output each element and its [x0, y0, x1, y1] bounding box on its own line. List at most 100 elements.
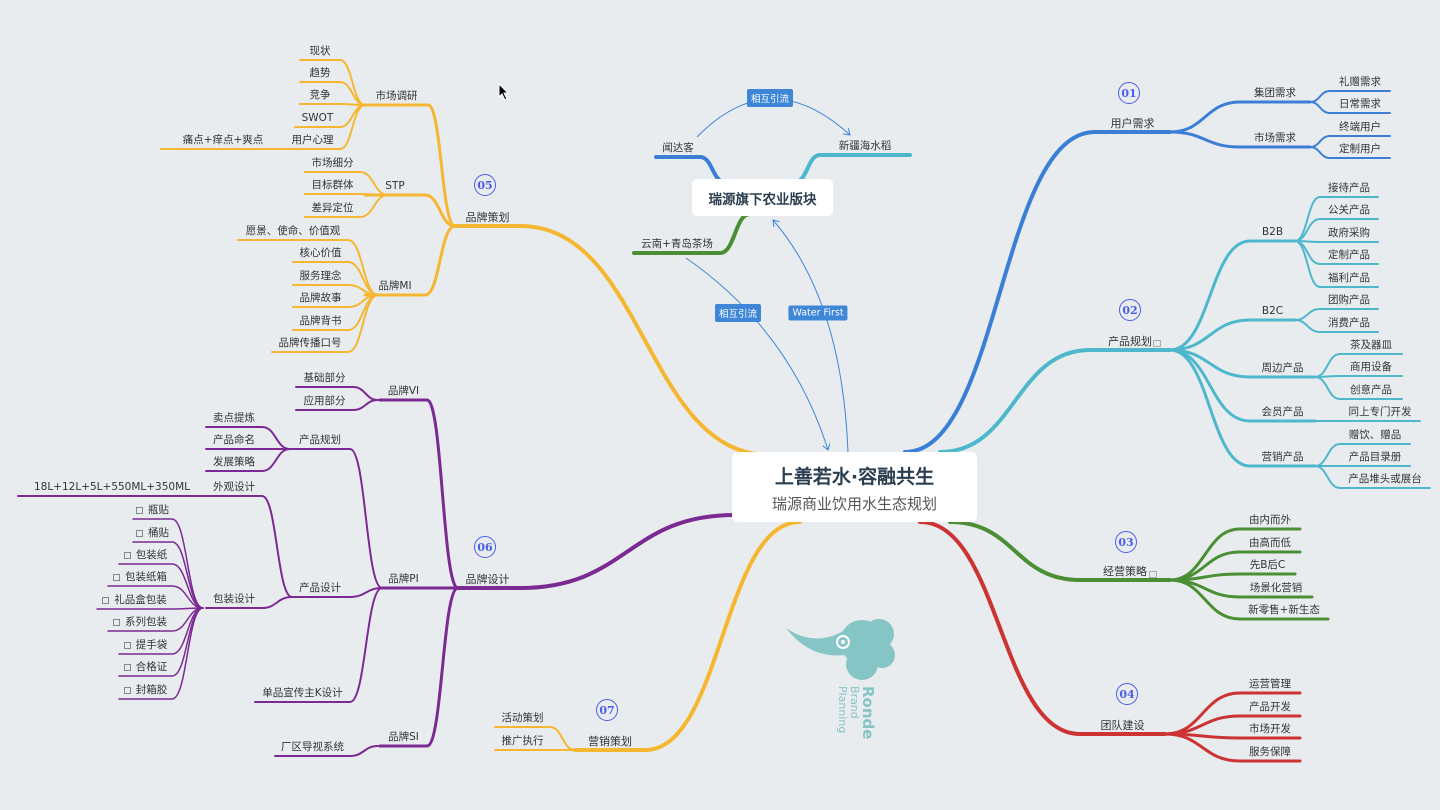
topic-node[interactable]: 核心价值 — [299, 247, 342, 259]
topic-node[interactable]: 趋势 — [309, 67, 331, 79]
topic-node[interactable]: 品牌VI — [387, 385, 420, 397]
topic-node[interactable]: 接待产品 — [1328, 182, 1370, 194]
branch-line — [1314, 376, 1403, 400]
topic-node[interactable]: 品牌故事 — [299, 292, 342, 304]
topic-node[interactable]: 包装纸箱 — [108, 569, 172, 584]
topic-node[interactable]: 产品规划 — [1108, 335, 1152, 348]
topic-node[interactable]: 应用部分 — [303, 395, 346, 407]
topic-node[interactable]: 服务保障 — [1249, 746, 1291, 758]
topic-node[interactable]: 云南+青岛茶场 — [641, 238, 713, 250]
relation-label[interactable]: 相互引流 — [746, 89, 794, 107]
topic-node[interactable]: B2B — [1261, 226, 1284, 238]
topic-node[interactable]: 包装设计 — [213, 593, 255, 605]
topic-node[interactable]: STP — [385, 180, 405, 192]
topic-node[interactable]: 运营管理 — [1249, 678, 1291, 690]
relationship-arrow[interactable] — [685, 257, 828, 450]
topic-node[interactable]: 用户心理 — [291, 134, 334, 146]
topic-node[interactable]: 定制产品 — [1328, 249, 1370, 261]
topic-node[interactable]: 市场细分 — [311, 157, 354, 169]
topic-node[interactable]: 会员产品 — [1261, 406, 1304, 418]
topic-node[interactable]: 18L+12L+5L+550ML+350ML — [33, 481, 191, 493]
topic-node[interactable]: 竞争 — [309, 89, 331, 101]
topic-node[interactable]: 现状 — [309, 45, 331, 57]
topic-node[interactable]: 礼品盒包装 — [97, 592, 172, 607]
topic-node[interactable]: 礼赠需求 — [1339, 76, 1381, 88]
topic-node[interactable]: SWOT — [301, 112, 334, 124]
topic-node[interactable]: 市场调研 — [375, 90, 418, 102]
topic-node[interactable]: 终端用户 — [1339, 121, 1381, 133]
topic-node[interactable]: 封箱胶 — [119, 682, 172, 697]
topic-node[interactable]: 目标群体 — [311, 179, 354, 191]
topic-node[interactable]: 定制用户 — [1339, 143, 1381, 155]
topic-node[interactable]: 系列包装 — [108, 614, 172, 629]
topic-node[interactable]: 公关产品 — [1328, 204, 1370, 216]
topic-node[interactable]: 新零售+新生态 — [1248, 604, 1320, 616]
topic-node[interactable]: 产品命名 — [213, 434, 255, 446]
topic-node[interactable]: 周边产品 — [1261, 362, 1304, 374]
topic-node[interactable]: 新疆海水稻 — [838, 140, 892, 152]
agri-topic[interactable]: 瑞源旗下农业版块 — [692, 179, 833, 216]
topic-node[interactable]: 闻达客 — [662, 142, 694, 154]
topic-node[interactable]: 差异定位 — [311, 202, 354, 214]
topic-node[interactable]: 先B后C — [1249, 559, 1286, 571]
topic-node[interactable]: 提手袋 — [119, 637, 172, 652]
topic-node[interactable]: 市场开发 — [1249, 723, 1291, 735]
topic-node[interactable]: 同上专门开发 — [1348, 406, 1412, 418]
topic-node[interactable]: 政府采购 — [1328, 227, 1370, 239]
topic-node[interactable]: B2C — [1261, 305, 1284, 317]
topic-node[interactable]: 经营策略 — [1103, 565, 1147, 578]
topic-node[interactable]: 品牌背书 — [299, 315, 342, 327]
topic-node[interactable]: 福利产品 — [1328, 272, 1370, 284]
topic-node[interactable]: 痛点+痒点+爽点 — [182, 134, 264, 146]
topic-node[interactable]: 瓶贴 — [133, 502, 172, 517]
topic-node[interactable]: 产品规划 — [299, 434, 341, 446]
topic-node[interactable]: 产品目录册 — [1348, 451, 1402, 463]
topic-node[interactable]: 品牌MI — [378, 280, 412, 292]
topic-node[interactable]: 产品设计 — [299, 582, 341, 594]
note-icon[interactable] — [1149, 571, 1157, 578]
relation-label[interactable]: 相互引流 — [714, 304, 762, 322]
topic-node[interactable]: 品牌SI — [388, 731, 419, 743]
topic-node[interactable]: 品牌策划 — [465, 211, 510, 224]
note-icon[interactable] — [1153, 340, 1161, 347]
topic-node[interactable]: 品牌设计 — [465, 573, 510, 586]
branch-line — [1314, 465, 1431, 489]
central-topic[interactable]: 上善若水·容融共生 瑞源商业饮用水生态规划 — [732, 452, 977, 522]
topic-node[interactable]: 团队建设 — [1100, 719, 1145, 732]
topic-node[interactable]: 团购产品 — [1328, 294, 1370, 306]
relationship-arrow[interactable] — [773, 220, 849, 453]
topic-node[interactable]: 由内而外 — [1249, 514, 1291, 526]
relation-label[interactable]: Water First — [788, 305, 848, 321]
topic-node[interactable]: 赠饮、赠品 — [1348, 429, 1402, 441]
topic-node[interactable]: 茶及器皿 — [1350, 339, 1392, 351]
topic-node[interactable]: 市场需求 — [1254, 132, 1296, 144]
topic-node[interactable]: 由高而低 — [1249, 537, 1291, 549]
topic-node[interactable]: 用户需求 — [1110, 117, 1155, 130]
topic-node[interactable]: 营销产品 — [1261, 451, 1304, 463]
topic-node[interactable]: 卖点提炼 — [213, 412, 255, 424]
topic-node[interactable]: 消费产品 — [1328, 317, 1370, 329]
topic-node[interactable]: 活动策划 — [501, 712, 544, 724]
topic-node[interactable]: 品牌传播口号 — [278, 337, 342, 349]
topic-node[interactable]: 推广执行 — [501, 735, 544, 747]
topic-node[interactable]: 发展策略 — [213, 456, 255, 468]
topic-node[interactable]: 品牌PI — [388, 573, 419, 585]
topic-node[interactable]: 桶贴 — [133, 525, 172, 540]
topic-node[interactable]: 包装纸 — [119, 547, 172, 562]
topic-node[interactable]: 愿景、使命、价值观 — [245, 225, 341, 237]
topic-node[interactable]: 单品宣传主K设计 — [262, 687, 343, 699]
branch-number-badge: 02 — [1119, 299, 1141, 321]
topic-node[interactable]: 厂区导视系统 — [281, 741, 344, 753]
topic-node[interactable]: 场景化营销 — [1249, 582, 1303, 594]
topic-node[interactable]: 外观设计 — [213, 481, 255, 493]
topic-node[interactable]: 日常需求 — [1339, 98, 1381, 110]
topic-node[interactable]: 产品开发 — [1249, 701, 1291, 713]
topic-node[interactable]: 商用设备 — [1350, 361, 1392, 373]
topic-node[interactable]: 基础部分 — [303, 372, 346, 384]
topic-node[interactable]: 集团需求 — [1254, 87, 1296, 99]
topic-node[interactable]: 创意产品 — [1350, 384, 1392, 396]
topic-node[interactable]: 产品堆头或展台 — [1348, 473, 1422, 485]
topic-node[interactable]: 服务理念 — [299, 270, 342, 282]
topic-node[interactable]: 营销策划 — [588, 735, 632, 748]
topic-node[interactable]: 合格证 — [119, 659, 172, 674]
